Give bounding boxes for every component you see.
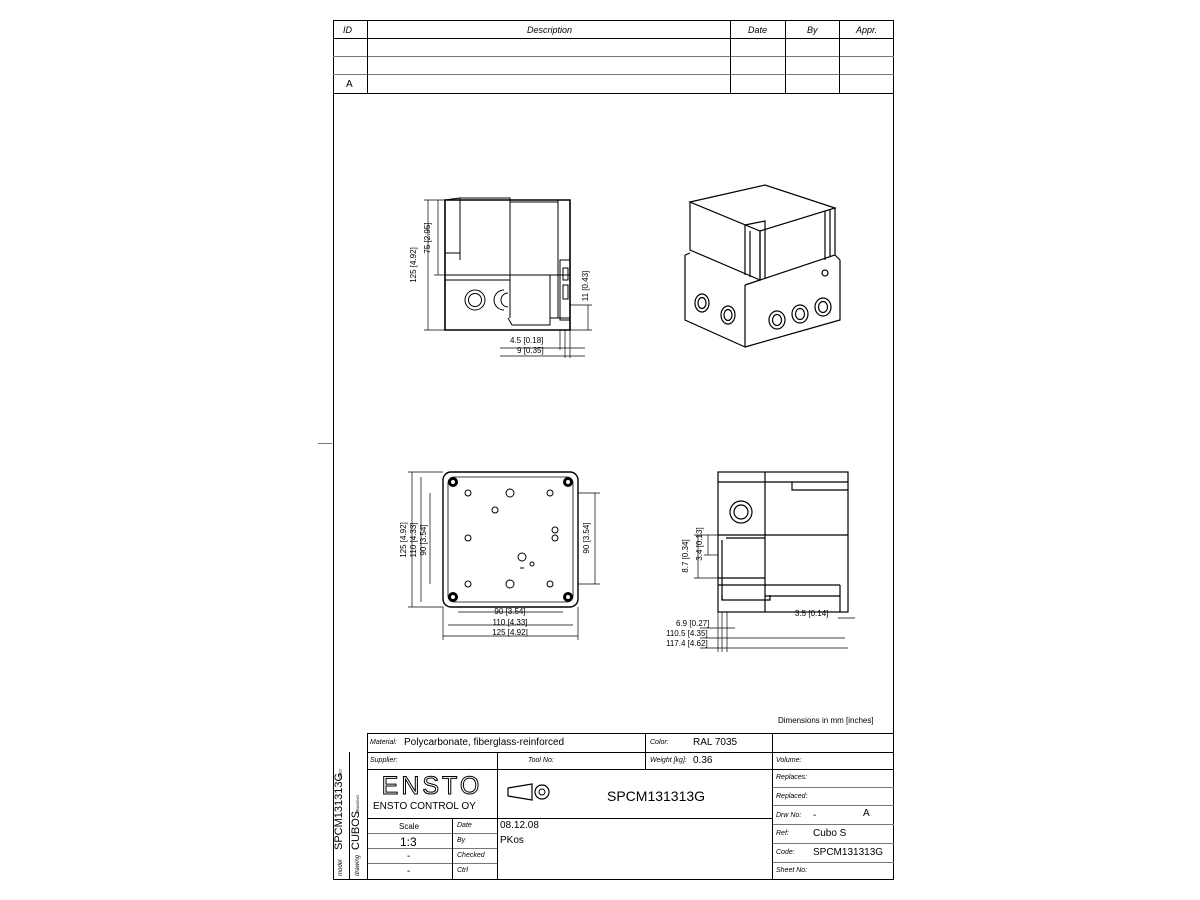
- side-dim-6-9: 6.9 [0.27]: [676, 619, 709, 628]
- rev-header-description: Description: [527, 25, 573, 35]
- replaced-label: Replaced:: [776, 793, 808, 800]
- isometric-view: [684, 184, 841, 348]
- ctrl-label: Ctrl: [457, 867, 468, 874]
- side-dim-110-5: 110.5 [4.35]: [666, 629, 708, 638]
- rev-header-appr: Appr.: [856, 25, 878, 35]
- front-dim-90-r: 90 [3.54]: [582, 522, 591, 553]
- drawing-sheet: [333, 20, 894, 880]
- cone-icon: [507, 783, 550, 801]
- material-value: Polycarbonate, fiberglass-reinforced: [404, 737, 565, 748]
- svg-text:model: model: [338, 859, 344, 876]
- date-value: 08.12.08: [500, 820, 539, 831]
- part-number: SPCM131313G: [607, 788, 706, 804]
- replaces-label: Replaces:: [776, 774, 808, 781]
- tool-label: Tool No:: [528, 757, 554, 764]
- rev-row-id-a: A: [346, 79, 353, 90]
- rev-header-by: By: [807, 25, 818, 35]
- scale-label: Scale: [399, 822, 420, 831]
- svg-text:SPCM131313G: SPCM131313G: [334, 773, 345, 850]
- side-dim-3-4: 3.4 [0.13]: [695, 527, 704, 560]
- scale-dash-1: -: [407, 851, 411, 862]
- checked-label: Checked: [457, 852, 485, 859]
- svg-text:CUBOS: CUBOS: [350, 811, 362, 850]
- material-label: Material:: [370, 739, 397, 746]
- code-label: Code:: [776, 849, 795, 856]
- drw-label: Drw No:: [776, 812, 802, 819]
- front-dim-110: 110 [4.33]: [409, 523, 418, 558]
- side-view-bottom: 8.7 [0.34] 3.4 [0.13] 3.5 [0.14] 6.9 [0.…: [666, 471, 855, 652]
- side-dim-8-7: 8.7 [0.34]: [681, 539, 690, 572]
- front-dim-125-h: 125 [4.92]: [492, 628, 528, 637]
- rev-header-date: Date: [748, 25, 768, 35]
- dim-125: 125 [4.92]: [409, 247, 418, 283]
- scale-dash-2: -: [407, 866, 411, 877]
- front-view: 125 [4.92] 110 [4.33] 90 [3.54] 90 [3.54…: [399, 471, 600, 640]
- ref-label: Ref:: [776, 830, 789, 837]
- svg-text:DRAWING: DRAWING: [355, 795, 360, 814]
- dim-9: 9 [0.35]: [517, 346, 544, 355]
- scale-value: 1:3: [400, 835, 417, 849]
- side-dim-117-4: 117.4 [4.62]: [666, 639, 708, 648]
- side-view-top: 125 [4.92] 75 [2.95] 11 [0.43] 4.5 [0.18…: [409, 197, 592, 358]
- ref-value: Cubo S: [813, 828, 847, 839]
- front-dim-125: 125 [4.92]: [399, 522, 408, 558]
- ensto-logo: ENSTO: [370, 772, 494, 798]
- rev-header-id: ID: [343, 25, 352, 35]
- dim-75: 75 [2.95]: [423, 222, 432, 253]
- color-label: Color:: [650, 739, 669, 746]
- margin-tick: [318, 443, 332, 444]
- supplier-label: Supplier:: [370, 757, 398, 764]
- front-dim-110-h: 110 [4.33]: [493, 618, 528, 627]
- drw-revision: A: [863, 808, 870, 819]
- side-strip: model SPCM131313G PART drawing CUBOS DRA…: [334, 768, 362, 876]
- dim-4-5: 4.5 [0.18]: [510, 336, 543, 345]
- front-dim-90-v: 90 [3.54]: [419, 524, 428, 555]
- volume-label: Volume:: [776, 757, 802, 764]
- dimensions-note: Dimensions in mm [inches]: [778, 716, 874, 725]
- by-value: PKos: [500, 835, 524, 846]
- front-dim-90-h: 90 [3.54]: [494, 607, 525, 616]
- color-value: RAL 7035: [693, 737, 738, 748]
- drw-value: -: [813, 810, 817, 821]
- side-dim-3-5: 3.5 [0.14]: [795, 609, 828, 618]
- weight-label: Weight [kg]:: [650, 757, 687, 764]
- company-name: ENSTO CONTROL OY: [373, 801, 476, 812]
- weight-value: 0.36: [693, 755, 713, 766]
- svg-text:PART: PART: [338, 768, 343, 779]
- svg-text:ENSTO: ENSTO: [382, 772, 483, 798]
- code-value: SPCM131313G: [813, 847, 884, 858]
- dim-11: 11 [0.43]: [581, 271, 590, 302]
- by-label: By: [457, 837, 466, 844]
- svg-text:drawing: drawing: [355, 854, 361, 876]
- date-label: Date: [457, 822, 472, 829]
- sheet-label: Sheet No:: [776, 867, 808, 874]
